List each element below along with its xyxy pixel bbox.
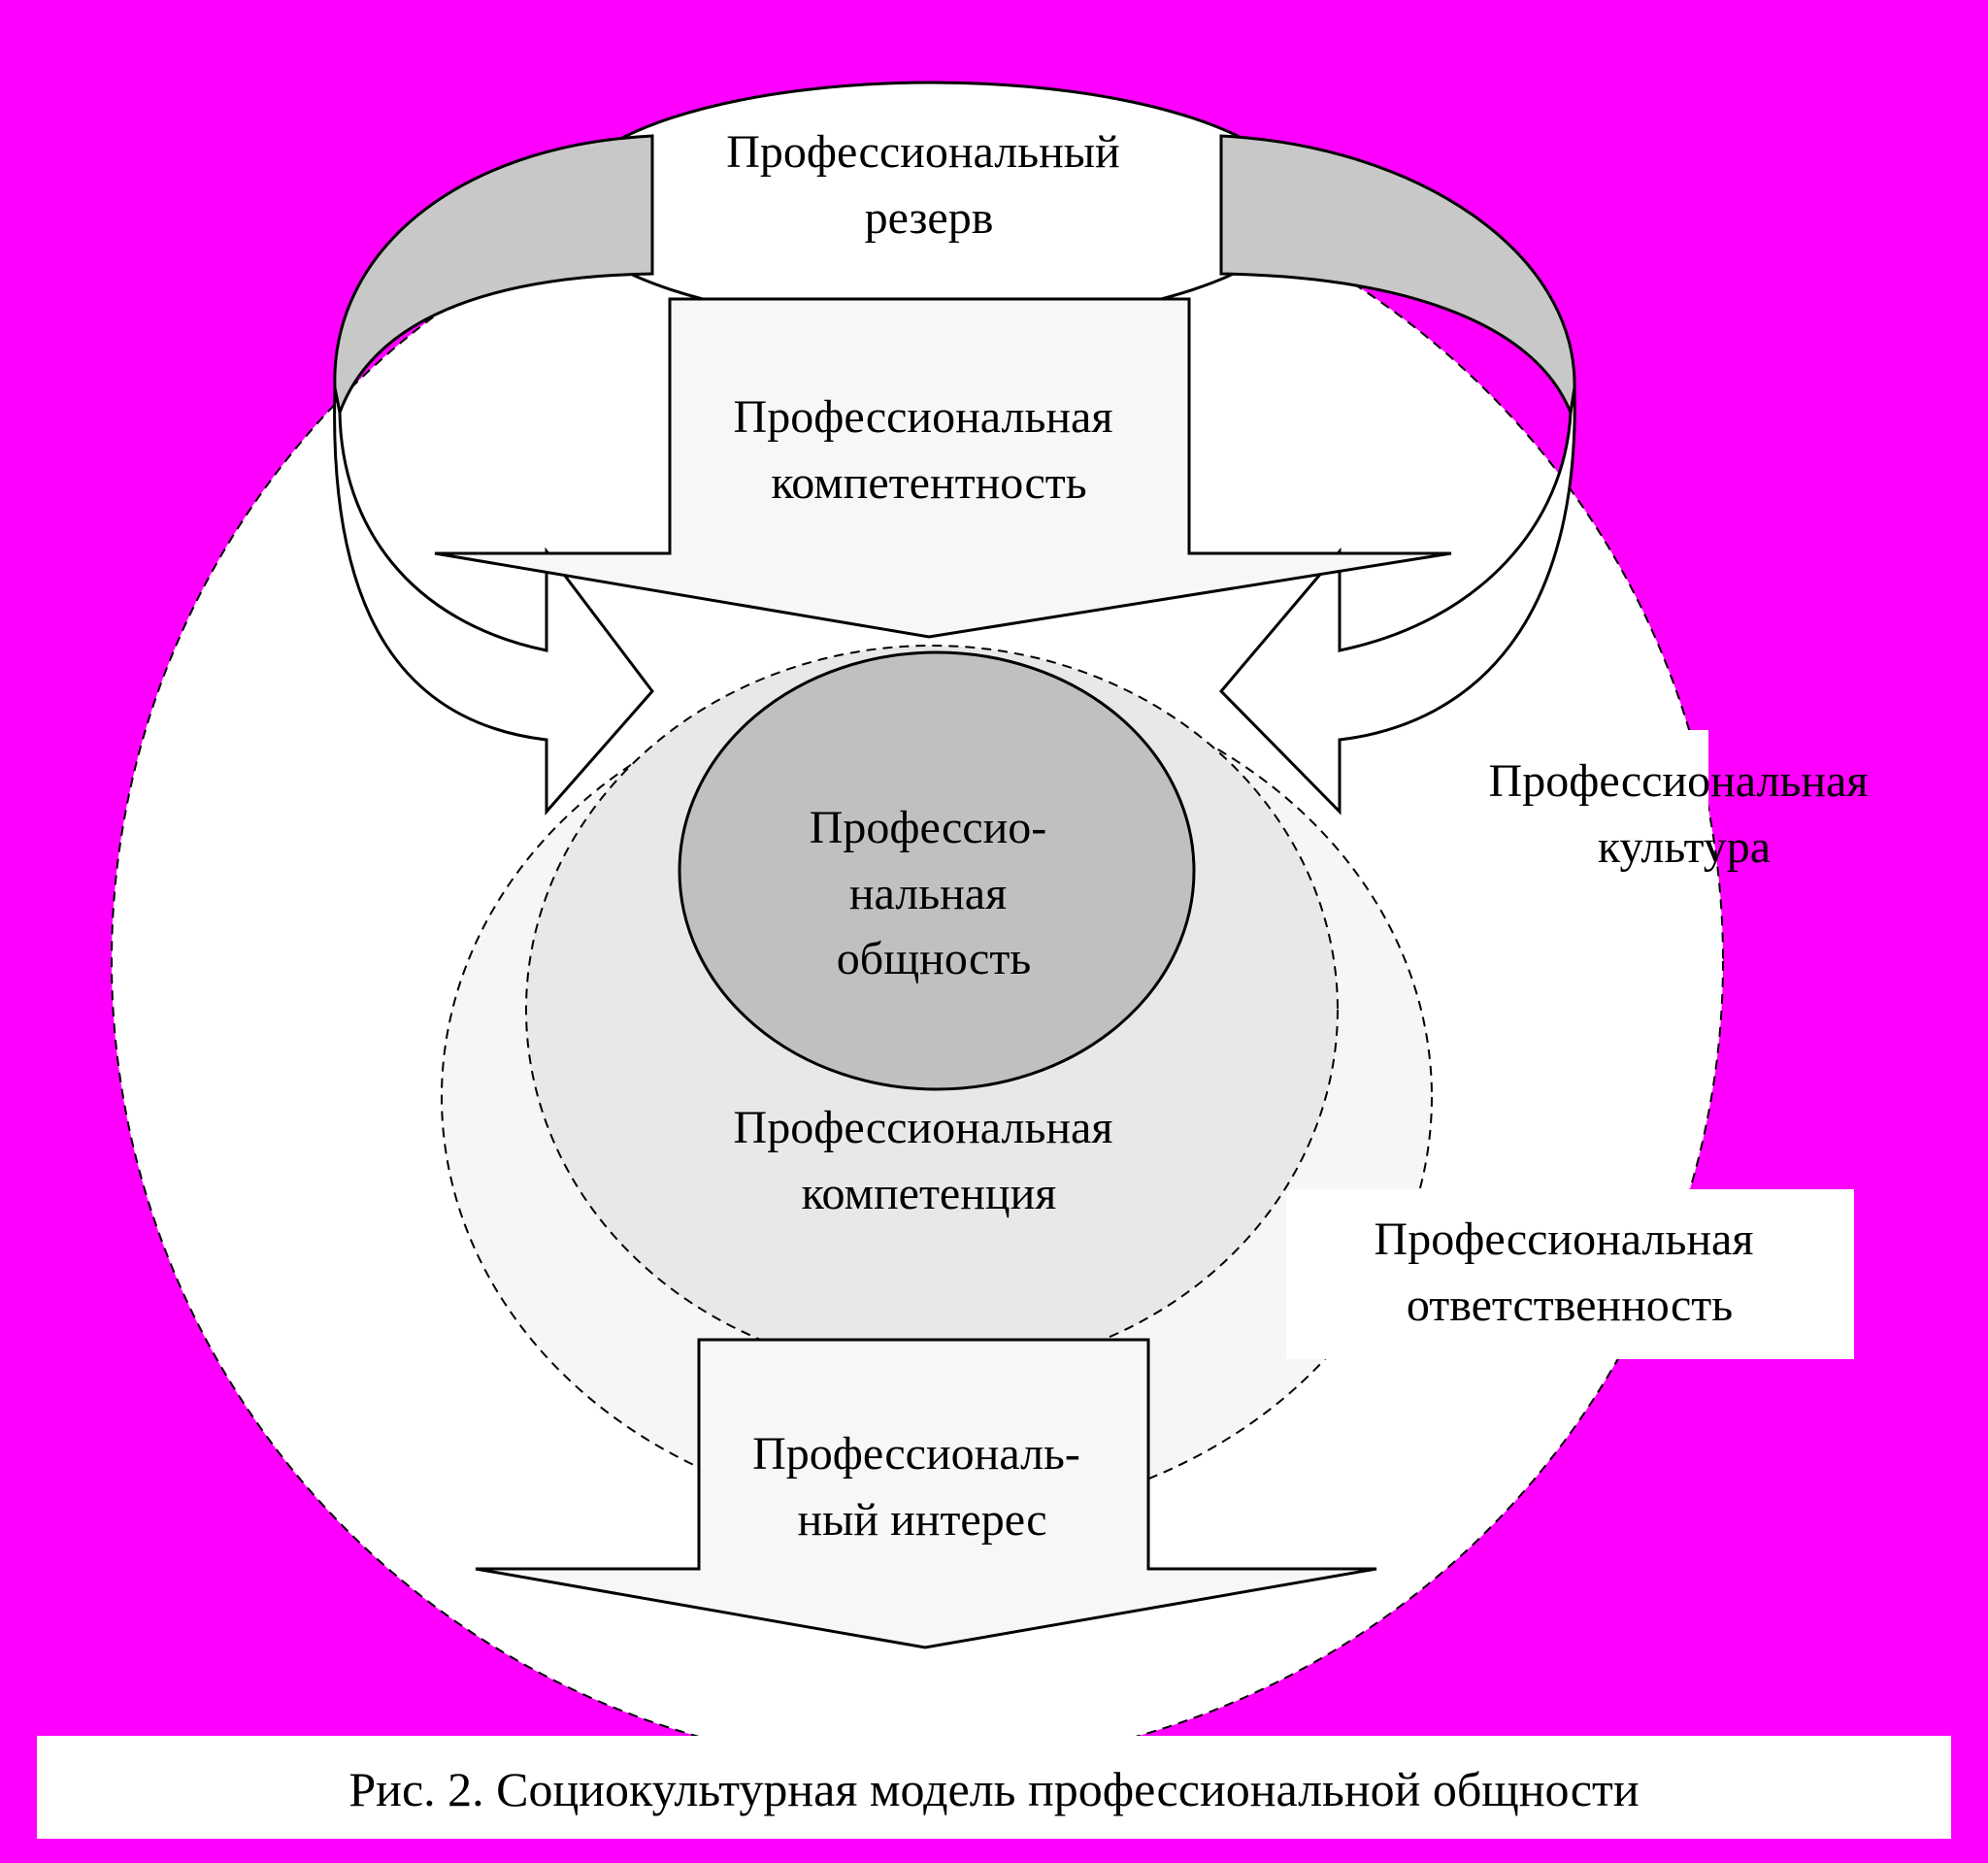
interest-label: Профессиональ- ный интерес [752, 1428, 1092, 1546]
right-ring-arrow [1218, 387, 1576, 815]
professional-community-ellipse [678, 650, 1196, 1091]
right-ring-band [1219, 134, 1576, 418]
responsibility-label: Профессиональная ответственность [1375, 1214, 1766, 1331]
competence-label: Профессиональная компетенция [734, 1102, 1125, 1219]
caption-box [37, 1736, 1951, 1839]
competency-label: Профессиональная компетентность [734, 391, 1125, 509]
reserve-label: Профессиональный резерв [726, 126, 1131, 244]
left-ring-band [333, 134, 654, 418]
figure-caption: Рис. 2. Социокультурная модель профессио… [348, 1762, 1639, 1816]
culture-label: Профессиональная культура [1489, 755, 1880, 873]
responsibility-label-box [1286, 1189, 1854, 1359]
culture-label-box [1417, 730, 1708, 905]
left-ring-arrow [333, 387, 654, 815]
interest-arrow [475, 1338, 1377, 1649]
community-label: Профессио- нальная общность [810, 802, 1059, 984]
competency-arrow [434, 297, 1452, 639]
